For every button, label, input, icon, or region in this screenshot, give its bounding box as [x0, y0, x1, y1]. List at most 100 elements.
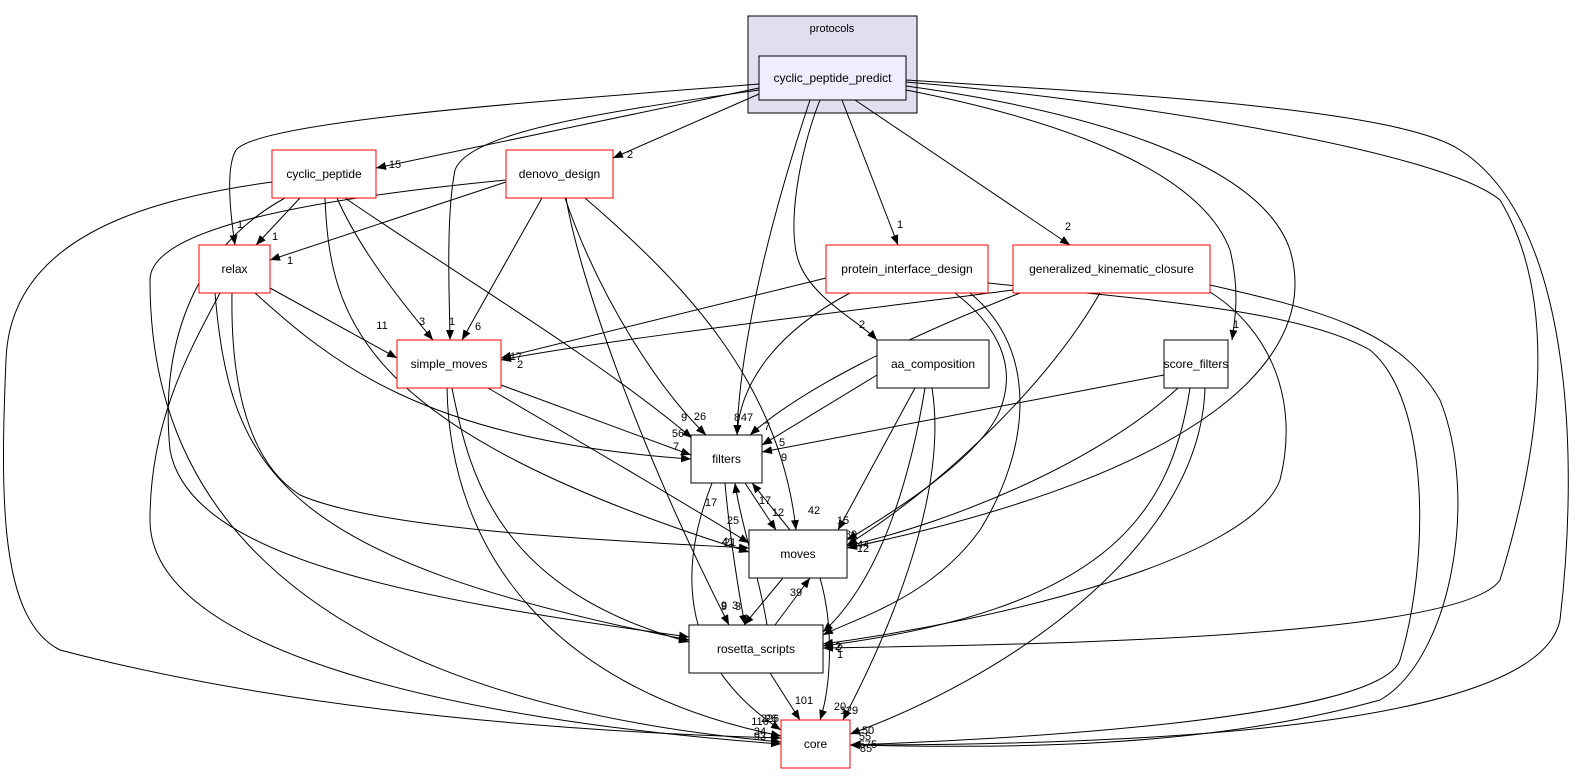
edge-cpp-to-relax[interactable]: 1 — [229, 83, 760, 246]
edge-line — [446, 387, 782, 738]
edge-line — [743, 577, 784, 626]
edge-dd-to-rs[interactable]: 9 — [565, 197, 730, 626]
edge-relax-to-sm[interactable]: 11 — [269, 287, 398, 359]
edge-line — [849, 282, 1421, 749]
edge-sm-to-rs[interactable]: 3 — [451, 387, 738, 644]
edge-count-label: 2 — [835, 641, 841, 653]
edge-count-label: 2 — [859, 319, 865, 331]
edge-cpp-to-sm[interactable]: 1 — [445, 89, 760, 341]
node-rosetta-scripts[interactable]: rosetta_scripts — [688, 624, 824, 674]
edge-dd-to-sm[interactable]: 6 — [461, 197, 543, 341]
edge-sf-to-moves[interactable]: 4 — [846, 387, 1179, 551]
edge-gkc-to-rs[interactable]: 2 — [822, 291, 1287, 653]
node-score-filters[interactable]: score_filters — [1163, 339, 1229, 389]
node-box — [690, 434, 763, 484]
edge-sf-to-core[interactable]: 50 — [849, 387, 1206, 737]
edge-aac-to-rs[interactable]: 3 — [735, 387, 926, 633]
node-protein-interface-design[interactable]: protein_interface_design — [825, 244, 989, 294]
edge-cpp-to-pid[interactable]: 1 — [841, 99, 903, 246]
edge-line — [761, 374, 1165, 455]
node-label: moves — [780, 547, 815, 561]
node-denovo-design[interactable]: denovo_design — [505, 149, 614, 199]
edge-cp-to-core[interactable]: 93 — [2, 181, 782, 743]
edge-count-label: 9 — [721, 600, 727, 612]
edge-line — [149, 179, 782, 746]
edge-dd-to-moves[interactable]: 42 — [584, 197, 820, 531]
edge-cp-to-relax[interactable]: 1 — [255, 197, 301, 246]
edge-line — [849, 387, 1206, 735]
edge-cpp-to-moves[interactable]: 4 — [846, 85, 1296, 551]
edge-dd-to-core[interactable]: 34 — [149, 179, 782, 746]
edge-sf-to-filters[interactable]: 9 — [761, 374, 1165, 464]
node-aa-composition[interactable]: aa_composition — [876, 339, 990, 389]
edge-count-label: 1 — [237, 219, 243, 231]
edge-line — [841, 99, 899, 246]
edge-gkc-to-filters[interactable]: 7 — [749, 292, 1021, 436]
edge-rs-to-moves[interactable]: 39 — [774, 577, 811, 626]
edge-count-label: 129 — [840, 705, 858, 717]
edge-cpp-to-sf[interactable]: 1 — [905, 89, 1239, 341]
edge-filters-to-moves[interactable]: 17 — [744, 482, 777, 531]
node-label: generalized_kinematic_closure — [1029, 262, 1194, 276]
edge-count-label: 9 — [721, 601, 727, 613]
edge-gkc-to-moves[interactable]: 12 — [846, 292, 1101, 555]
node-label: score_filters — [1164, 357, 1229, 371]
node-label: rosetta_scripts — [717, 642, 795, 656]
edge-line — [846, 292, 1101, 546]
edge-line — [461, 197, 543, 341]
edge-relax-to-moves[interactable]: 21 — [231, 292, 750, 552]
edge-count-label: 25 — [727, 515, 739, 527]
edge-line — [849, 284, 1459, 750]
edge-aac-to-moves[interactable]: 15 — [837, 387, 916, 531]
edge-line — [691, 482, 782, 731]
edge-cp-to-filters[interactable]: 9 — [344, 197, 693, 439]
node-filters[interactable]: filters — [690, 434, 763, 484]
edge-count-label: 2 — [627, 149, 633, 161]
node-simple-moves[interactable]: simple_moves — [396, 339, 502, 389]
edge-aac-to-filters[interactable]: 5 — [761, 374, 878, 449]
edge-dd-to-relax[interactable]: 1 — [269, 181, 507, 267]
edge-line — [231, 292, 750, 552]
node-label: simple_moves — [411, 357, 488, 371]
node-relax[interactable]: relax — [198, 244, 271, 294]
edge-cpp-to-dd[interactable]: 2 — [612, 93, 760, 161]
edge-cpp-to-aac[interactable]: 2 — [793, 99, 878, 341]
edge-pid-to-filters[interactable]: 47 — [733, 292, 851, 436]
edge-moves-to-filters[interactable]: 12 — [751, 482, 791, 531]
node-core[interactable]: core — [780, 719, 851, 769]
edge-line — [451, 387, 690, 644]
edge-relax-to-filters[interactable]: 7 — [254, 292, 692, 463]
edge-line — [336, 197, 434, 341]
edge-sm-to-filters[interactable]: 56 — [500, 384, 692, 456]
edge-cpp-to-filters[interactable]: 8 — [733, 99, 811, 436]
edge-sm-to-moves[interactable]: 25 — [487, 387, 750, 544]
node-moves[interactable]: moves — [748, 529, 848, 579]
node-generalized-kinematic-closure[interactable]: generalized_kinematic_closure — [1012, 244, 1211, 294]
edge-relax-to-core[interactable]: 116 — [149, 292, 782, 748]
edge-pid-to-rs[interactable]: 1 — [822, 292, 1021, 661]
edge-count-label: 2 — [517, 359, 523, 371]
edge-aac-to-core[interactable]: 20 — [834, 387, 936, 721]
node-cyclic-peptide-predict[interactable]: cyclic_peptide_predict — [758, 55, 907, 101]
edge-line — [849, 79, 1569, 749]
edge-gkc-to-core[interactable]: 55 — [849, 284, 1459, 750]
edge-cpp-to-core[interactable]: 85 — [849, 79, 1569, 755]
edge-line — [846, 85, 1296, 550]
edge-moves-to-core[interactable]: 129 — [819, 577, 858, 721]
edge-cpp-to-rs[interactable]: 2 — [822, 81, 1539, 655]
edge-cp-to-sm[interactable]: 3 — [336, 197, 434, 341]
edge-count-label: 1 — [287, 255, 293, 267]
edge-line — [500, 289, 1014, 362]
edge-pid-to-sm[interactable]: 17 — [500, 277, 827, 363]
edge-sf-to-rs[interactable]: 2 — [822, 387, 1191, 653]
edge-count-label: 116 — [751, 716, 769, 728]
edge-cpp-to-cp[interactable]: 15 — [375, 87, 760, 171]
edge-cp-to-moves[interactable]: 41 — [324, 197, 750, 553]
edge-cpp-to-gkc[interactable]: 2 — [854, 99, 1071, 246]
edge-filters-to-rs[interactable]: 9 — [721, 482, 747, 626]
edge-filters-to-core[interactable]: 26 — [691, 482, 782, 731]
edge-dd-to-filters[interactable]: 26 — [564, 197, 707, 436]
edge-gkc-to-sm[interactable]: 2 — [500, 289, 1014, 371]
node-cyclic-peptide[interactable]: cyclic_peptide — [271, 149, 377, 199]
edge-rs-to-core[interactable]: 101 — [769, 672, 813, 721]
